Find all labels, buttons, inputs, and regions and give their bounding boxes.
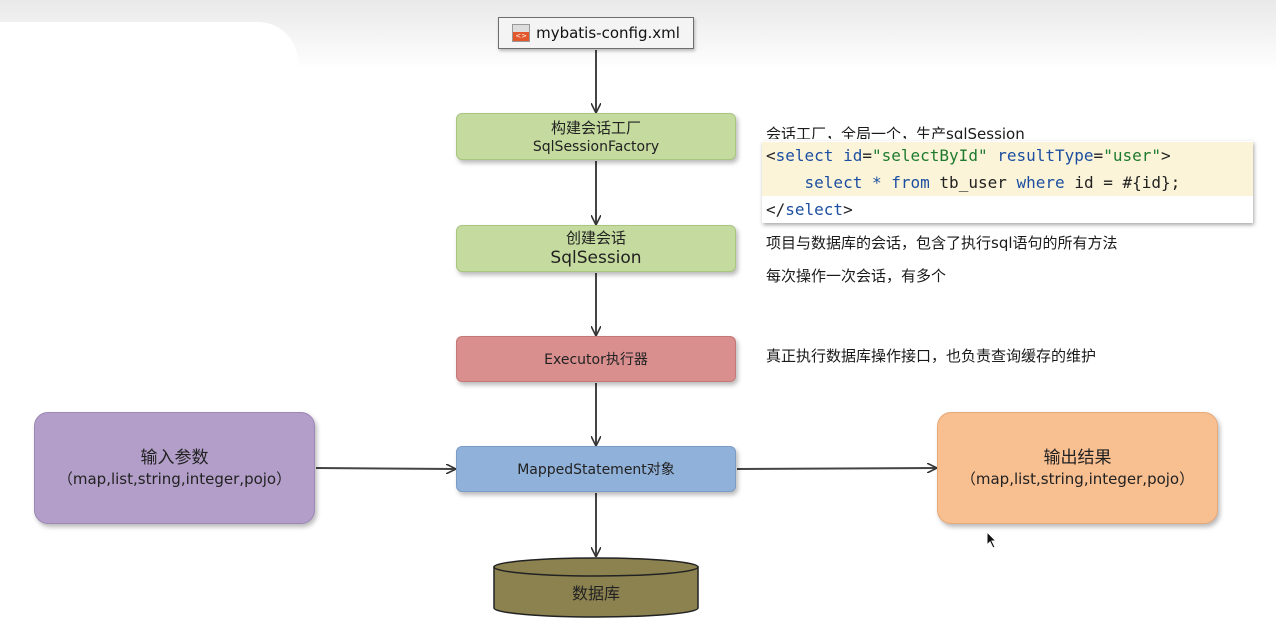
input-types: （map,list,string,integer,pojo） [57,470,292,488]
code-sql-star: * [871,173,882,192]
code-close-tag: select [785,200,844,219]
note-executor: 真正执行数据库操作接口，也负责查询缓存的维护 [766,347,1097,365]
input-label: 输入参数 [140,448,209,468]
sql-mapper-code-snippet: <select id="selectById" resultType="user… [762,141,1253,223]
code-attr-id: id [843,146,863,165]
output-label: 输出结果 [1043,448,1112,468]
code-sql-from: from [891,173,930,192]
factory-label-en: SqlSessionFactory [532,138,660,155]
code-sql-select: select [804,173,863,192]
note-session-2: 每次操作一次会话，有多个 [766,267,947,285]
code-sql-condition: id = #{id}; [1074,173,1181,192]
executor-label: Executor执行器 [544,352,648,368]
note-session-1: 项目与数据库的会话，包含了执行sql语句的所有方法 [766,234,1118,252]
output-types: （map,list,string,integer,pojo） [960,470,1195,488]
input-params-node: 输入参数 （map,list,string,integer,pojo） [34,412,315,524]
code-line-close-tag: </select> [766,200,853,219]
background-overlay-shape [0,22,298,82]
code-attr-id-value: "selectById" [871,146,988,165]
code-sql-where: where [1016,173,1065,192]
session-label-en: SqlSession [550,248,642,268]
code-line-sql: select * from tb_user where id = #{id}; [762,169,1253,196]
code-sql-table: tb_user [939,173,1007,192]
mouse-pointer-icon [986,531,998,549]
output-result-node: 输出结果 （map,list,string,integer,pojo） [937,412,1218,524]
factory-label-cn: 构建会话工厂 [550,118,641,137]
config-file-box: mybatis-config.xml [498,17,694,49]
mappedstatement-node: MappedStatement对象 [456,446,736,492]
xml-file-icon [512,24,531,42]
code-attr-resulttype: resultType [997,146,1094,165]
arrow-input-to-mapped [315,468,455,469]
code-open-tag: select [775,146,834,165]
code-line-open-tag: <select id="selectById" resultType="user… [762,142,1253,169]
session-label-cn: 创建会话 [565,229,626,247]
config-file-label: mybatis-config.xml [536,24,680,42]
database-label: 数据库 [571,584,620,603]
arrow-mapped-to-output [736,468,936,469]
sqlsession-node: 创建会话 SqlSession [456,225,736,272]
code-attr-resulttype-value: "user" [1103,146,1161,165]
sqlsessionfactory-node: 构建会话工厂 SqlSessionFactory [456,113,736,160]
executor-node: Executor执行器 [456,336,736,382]
note-factory: 会话工厂，全局一个，生产sqlSession [766,125,1025,139]
mapped-label: MappedStatement对象 [517,462,675,478]
database-cylinder [493,557,699,618]
